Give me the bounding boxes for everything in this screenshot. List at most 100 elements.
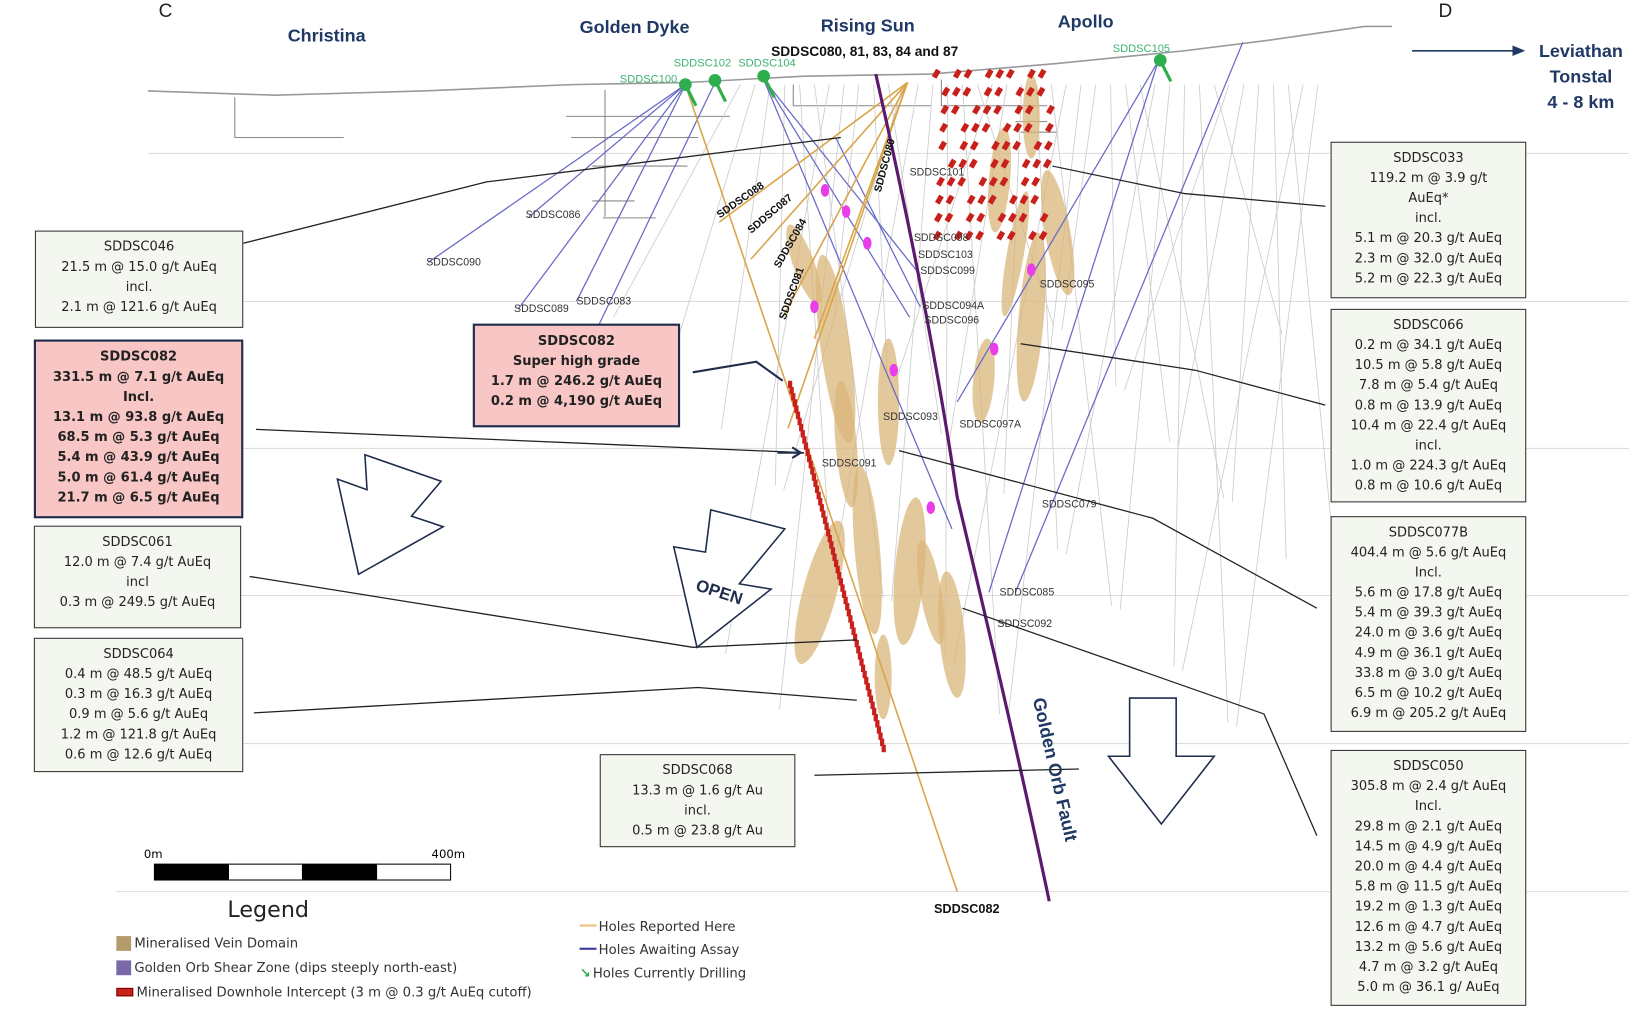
intercept-mark [1024, 104, 1034, 115]
intercept-mark [947, 158, 957, 169]
intercept-mark [865, 683, 870, 691]
intercept-mark [976, 212, 986, 223]
prospect-rising-sun: Rising Sun [820, 15, 915, 36]
assay-highlight [1027, 263, 1036, 277]
assay-hole-trace [1014, 42, 1244, 593]
intercept-mark [857, 652, 863, 660]
box-result-line: 13.3 m @ 1.6 g/t Au [632, 782, 763, 798]
drillhole-label: SDDSC091 [821, 457, 877, 470]
intercept-mark [794, 405, 799, 413]
intercept-mark [1015, 86, 1025, 97]
legend-vein-domain: Mineralised Vein Domain [116, 931, 531, 955]
intercept-mark [940, 104, 950, 115]
box-result-line: 10.4 m @ 22.4 g/t AuEq [1350, 417, 1507, 433]
intercept-mark [791, 393, 796, 401]
intercept-mark [1001, 140, 1011, 151]
legend-label: Holes Currently Drilling [592, 964, 747, 980]
intercept-mark [878, 732, 883, 740]
intercept-mark [1020, 176, 1030, 187]
box-result-line: 5.8 m @ 11.5 g/t AuEq [1354, 878, 1503, 894]
intercept-mark [964, 230, 974, 241]
drillhole-label: SDDSC090 [426, 257, 481, 269]
box-result-line: Incl. [1414, 564, 1442, 580]
vein-domain [972, 338, 995, 423]
intercept-mark [944, 212, 954, 223]
drilling-direction-arrow [683, 83, 698, 107]
legend-label: Mineralised Downhole Intercept (3 m @ 0.… [136, 983, 532, 1000]
intercept-mark [827, 535, 832, 543]
workings [234, 79, 1058, 219]
vein-domain [1016, 233, 1046, 402]
box-result-line: 5.0 m @ 36.1 g/ AuEq [1357, 979, 1500, 995]
box-result-line: incl. [1415, 437, 1442, 453]
intercept-mark [822, 516, 828, 524]
scale-end: 400m [431, 847, 466, 861]
intercept-mark [1037, 68, 1047, 79]
box-result-line: 13.1 m @ 93.8 g/t AuEq [52, 409, 225, 425]
box-result-line: 0.5 m @ 23.8 g/t Au [632, 822, 763, 838]
assay-hole-trace [835, 137, 921, 308]
intercept-mark [799, 423, 804, 432]
drillhole-label: SDDSC079 [1041, 499, 1097, 511]
reported-hole-trace [787, 82, 909, 429]
box-result-line: 7.8 m @ 5.4 g/t AuEq [1358, 377, 1498, 393]
box-result-line: 0.4 m @ 48.5 g/t AuEq [64, 666, 213, 682]
box-result-line: 0.8 m @ 13.9 g/t AuEq [1354, 397, 1503, 413]
intercept-mark [802, 436, 807, 444]
drilling-hole-label: SDDSC102 [673, 57, 732, 70]
intercept-mark [1005, 68, 1015, 79]
rising-sun-holes-label: SDDSC080, 81, 83, 84 and 87 [771, 43, 959, 60]
assay-hole-trace [763, 79, 953, 530]
intercept-mark [987, 194, 997, 205]
intercept-mark [931, 68, 941, 79]
box-result-line: Incl. [1414, 798, 1442, 814]
vein-domain [874, 634, 892, 720]
intercept-mark [963, 68, 973, 79]
intercept-mark [1036, 86, 1046, 97]
note-line-3: 4 - 8 km [1547, 92, 1615, 113]
intercept-mark [856, 646, 861, 654]
intercept-mark [1025, 86, 1035, 97]
intercept-mark [969, 140, 979, 151]
intercept-mark [1042, 158, 1052, 169]
scale-start: 0m [143, 847, 163, 861]
assay-hole-trace [528, 84, 686, 218]
drillhole-label: SDDSC092 [997, 618, 1053, 631]
intercept-mark [982, 104, 992, 115]
intercept-mark [859, 658, 864, 666]
intercept-mark [829, 541, 834, 549]
box-result-line: Super high grade [512, 353, 641, 369]
reported-hole-trace [684, 84, 958, 892]
note-line-1: Leviathan [1538, 41, 1623, 62]
drilling-hole-label: SDDSC100 [619, 72, 678, 86]
awaiting-line-icon [579, 947, 597, 950]
intercept-mark [821, 510, 826, 518]
vein-domain [1022, 74, 1040, 159]
intercept-mark [845, 602, 850, 611]
intercept-mark [1030, 194, 1040, 205]
box-hole-id: SDDSC082 [100, 349, 178, 364]
intercept-mark [833, 559, 839, 568]
intercept-mark [872, 707, 877, 716]
legend-label: Mineralised Vein Domain [134, 935, 299, 951]
vein-domain [794, 520, 845, 664]
box-result-line: 4.7 m @ 3.2 g/t AuEq [1358, 959, 1498, 975]
reported-hole-trace [718, 81, 908, 223]
box-result-line: 10.5 m @ 5.8 g/t AuEq [1354, 357, 1503, 373]
intercept-mark [945, 194, 955, 205]
intercept-mark [1023, 122, 1033, 133]
assay-hole-trace [763, 78, 921, 276]
prospect-apollo: Apollo [1057, 11, 1114, 32]
intercept-mark [936, 176, 945, 187]
drillhole-label: SDDSC093 [883, 411, 938, 424]
intercept-mark [797, 417, 802, 426]
intercept-mark [960, 122, 970, 133]
assay-highlight [990, 342, 999, 356]
drilling-hole-label: SDDSC105 [1112, 42, 1171, 56]
box-result-line: 331.5 m @ 7.1 g/t AuEq [52, 369, 225, 384]
